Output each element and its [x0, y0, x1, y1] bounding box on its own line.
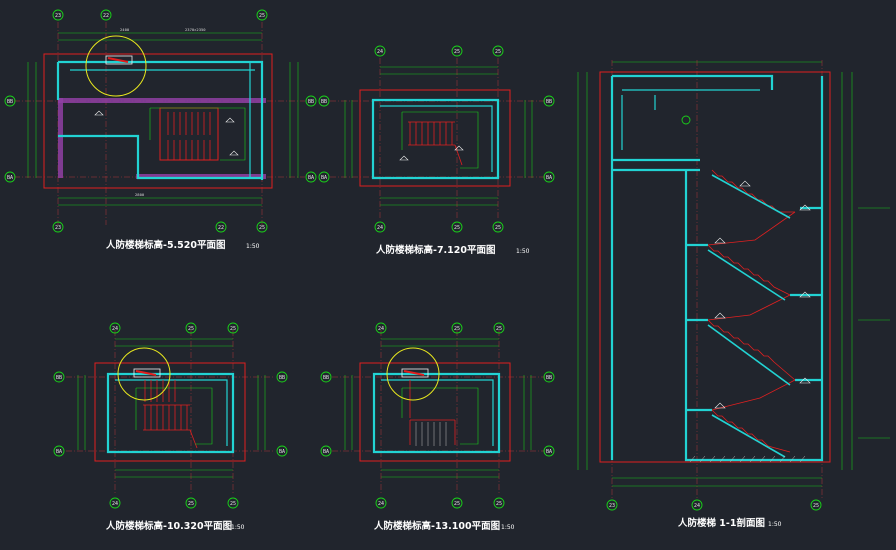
- axis-bubbles-p1: 23 22 25 23 22 25 BB BA BB BA: [4, 9, 317, 233]
- svg-text:22: 22: [103, 13, 109, 19]
- svg-text:25: 25: [454, 225, 460, 231]
- axis-bubbles-p4: 24 25 25 24 25 25 BB BA BB BA: [320, 322, 555, 509]
- svg-text:24: 24: [378, 326, 384, 332]
- svg-text:2370×2350: 2370×2350: [185, 27, 206, 32]
- stair-flight: [159, 107, 219, 161]
- plan2-scale: 1:50: [516, 248, 530, 255]
- svg-text:25: 25: [230, 326, 236, 332]
- svg-text:BB: BB: [7, 99, 13, 105]
- svg-text:23: 23: [609, 503, 615, 509]
- plan1-title: 人防楼梯标高-5.520平面图: [106, 239, 226, 251]
- axis-bubbles-section: 23 24 25: [606, 499, 822, 511]
- svg-text:25: 25: [454, 501, 460, 507]
- svg-text:25: 25: [496, 326, 502, 332]
- svg-text:2400: 2400: [120, 27, 130, 32]
- plan-2: 24 25 25 24 25 25 BB BA BB BA 人防楼梯标高-7.1…: [318, 45, 555, 256]
- section-title: 人防楼梯 1-1剖面图: [678, 517, 765, 529]
- plan4-scale: 1:50: [501, 524, 515, 531]
- axis-bubbles-p2: 24 25 25 24 25 25 BB BA BB BA: [318, 45, 555, 233]
- svg-text:24: 24: [377, 49, 383, 55]
- section-1-1: 23 24 25 人防楼梯 1-1剖面图 1:50: [577, 60, 890, 529]
- svg-text:BB: BB: [546, 99, 552, 105]
- stair-flight: [409, 380, 456, 445]
- svg-text:BA: BA: [308, 175, 314, 181]
- svg-text:BA: BA: [56, 449, 62, 455]
- svg-text:25: 25: [259, 225, 265, 231]
- plan4-title: 人防楼梯标高-13.100平面图: [374, 520, 500, 532]
- stair-flight: [143, 380, 198, 449]
- svg-text:23: 23: [55, 225, 61, 231]
- plan-1: 2400 2370×2350 2800: [4, 9, 317, 251]
- svg-text:BA: BA: [7, 175, 13, 181]
- svg-text:BA: BA: [279, 449, 285, 455]
- svg-text:25: 25: [454, 49, 460, 55]
- detail-highlight-circle: [386, 347, 440, 401]
- detail-highlight-circle: [117, 347, 171, 401]
- plan-4: 24 25 25 24 25 25 BB BA BB BA 人防楼梯标高-13.…: [320, 322, 555, 532]
- svg-text:25: 25: [495, 225, 501, 231]
- svg-text:BA: BA: [546, 449, 552, 455]
- svg-text:22: 22: [218, 225, 224, 231]
- svg-text:25: 25: [188, 326, 194, 332]
- svg-text:25: 25: [188, 501, 194, 507]
- svg-text:24: 24: [112, 326, 118, 332]
- svg-text:23: 23: [55, 13, 61, 19]
- section-scale: 1:50: [768, 521, 782, 528]
- axis-bubbles-p3: 24 25 25 24 25 25 BB BA BB BA: [53, 322, 288, 509]
- svg-text:25: 25: [259, 13, 265, 19]
- svg-text:BB: BB: [279, 375, 285, 381]
- svg-text:BB: BB: [308, 99, 314, 105]
- svg-text:24: 24: [694, 503, 700, 509]
- svg-text:BA: BA: [546, 175, 552, 181]
- svg-text:BB: BB: [321, 99, 327, 105]
- stair-section: [707, 169, 796, 453]
- svg-text:25: 25: [813, 503, 819, 509]
- plan3-scale: 1:50: [231, 524, 245, 531]
- svg-text:25: 25: [230, 501, 236, 507]
- svg-text:BB: BB: [56, 375, 62, 381]
- plan2-title: 人防楼梯标高-7.120平面图: [376, 244, 496, 256]
- svg-text:25: 25: [496, 501, 502, 507]
- svg-text:BA: BA: [321, 175, 327, 181]
- svg-text:24: 24: [378, 501, 384, 507]
- svg-text:24: 24: [377, 225, 383, 231]
- svg-text:BA: BA: [323, 449, 329, 455]
- svg-text:BB: BB: [323, 375, 329, 381]
- svg-text:25: 25: [454, 326, 460, 332]
- svg-text:25: 25: [495, 49, 501, 55]
- stair-flight: [408, 121, 463, 166]
- plan3-title: 人防楼梯标高-10.320平面图: [106, 520, 232, 532]
- plan1-scale: 1:50: [246, 243, 260, 250]
- detail-highlight-circle: [85, 35, 147, 97]
- plan-3: 24 25 25 24 25 25 BB BA BB BA 人防楼梯标高-10.…: [53, 322, 288, 532]
- svg-text:2800: 2800: [135, 192, 145, 197]
- svg-text:24: 24: [112, 501, 118, 507]
- svg-text:BB: BB: [546, 375, 552, 381]
